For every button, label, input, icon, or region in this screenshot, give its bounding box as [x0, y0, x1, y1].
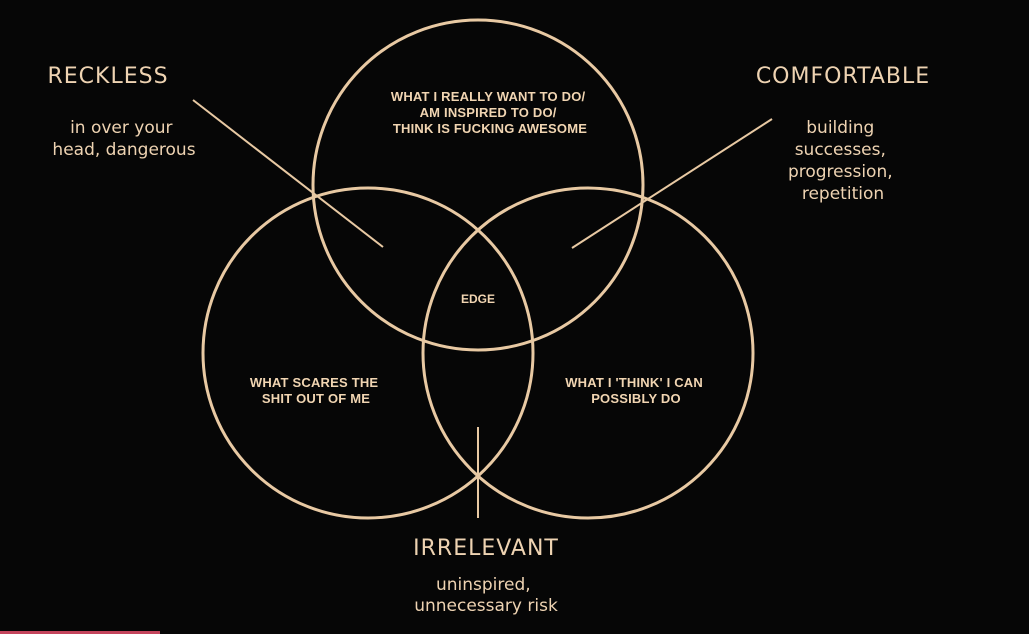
circle-scared-line: SHIT OUT OF ME [262, 391, 370, 406]
reckless-title: reckless [47, 64, 168, 89]
circle-inspired-line: THINK IS FUCKING AWESOME [393, 121, 587, 136]
edge-label: EDGE [461, 292, 495, 306]
circle-scared-text: WHAT SCARES THE SHIT OUT OF ME [250, 375, 382, 406]
comfortable-description: building successes, progression, repetit… [788, 118, 898, 204]
reckless-description-line: in over your [70, 118, 172, 138]
irrelevant-description-line: uninspired, [436, 575, 531, 595]
comfortable-title: comfortable [756, 64, 930, 89]
reckless-description: in over your head, dangerous [52, 118, 195, 160]
circle-inspired-text: WHAT I REALLY WANT TO DO/ AM INSPIRED TO… [391, 89, 589, 136]
irrelevant-description: uninspired, unnecessary risk [414, 575, 558, 616]
comfortable-description-line: successes, [795, 140, 886, 160]
comfortable-description-line: repetition [802, 184, 884, 204]
circle-possible [421, 186, 755, 520]
reckless-leader-line [192, 99, 384, 248]
comfortable-leader-line [571, 118, 773, 249]
circle-inspired-line: AM INSPIRED TO DO/ [420, 105, 557, 120]
circle-inspired [311, 18, 645, 352]
comfortable-description-line: progression, [788, 162, 893, 182]
progress-bar-accent [0, 631, 160, 634]
circle-scared [201, 186, 535, 520]
circle-inspired-line: WHAT I REALLY WANT TO DO/ [391, 89, 586, 104]
irrelevant-title: irrelevant [413, 536, 559, 561]
comfortable-description-line: building [806, 118, 874, 138]
circle-possible-line: WHAT I 'THINK' I CAN [565, 375, 703, 390]
reckless-description-line: head, dangerous [52, 140, 195, 160]
irrelevant-description-line: unnecessary risk [414, 596, 558, 616]
circle-possible-text: WHAT I 'THINK' I CAN POSSIBLY DO [565, 375, 707, 406]
circle-possible-line: POSSIBLY DO [591, 391, 681, 406]
circle-scared-line: WHAT SCARES THE [250, 375, 379, 390]
